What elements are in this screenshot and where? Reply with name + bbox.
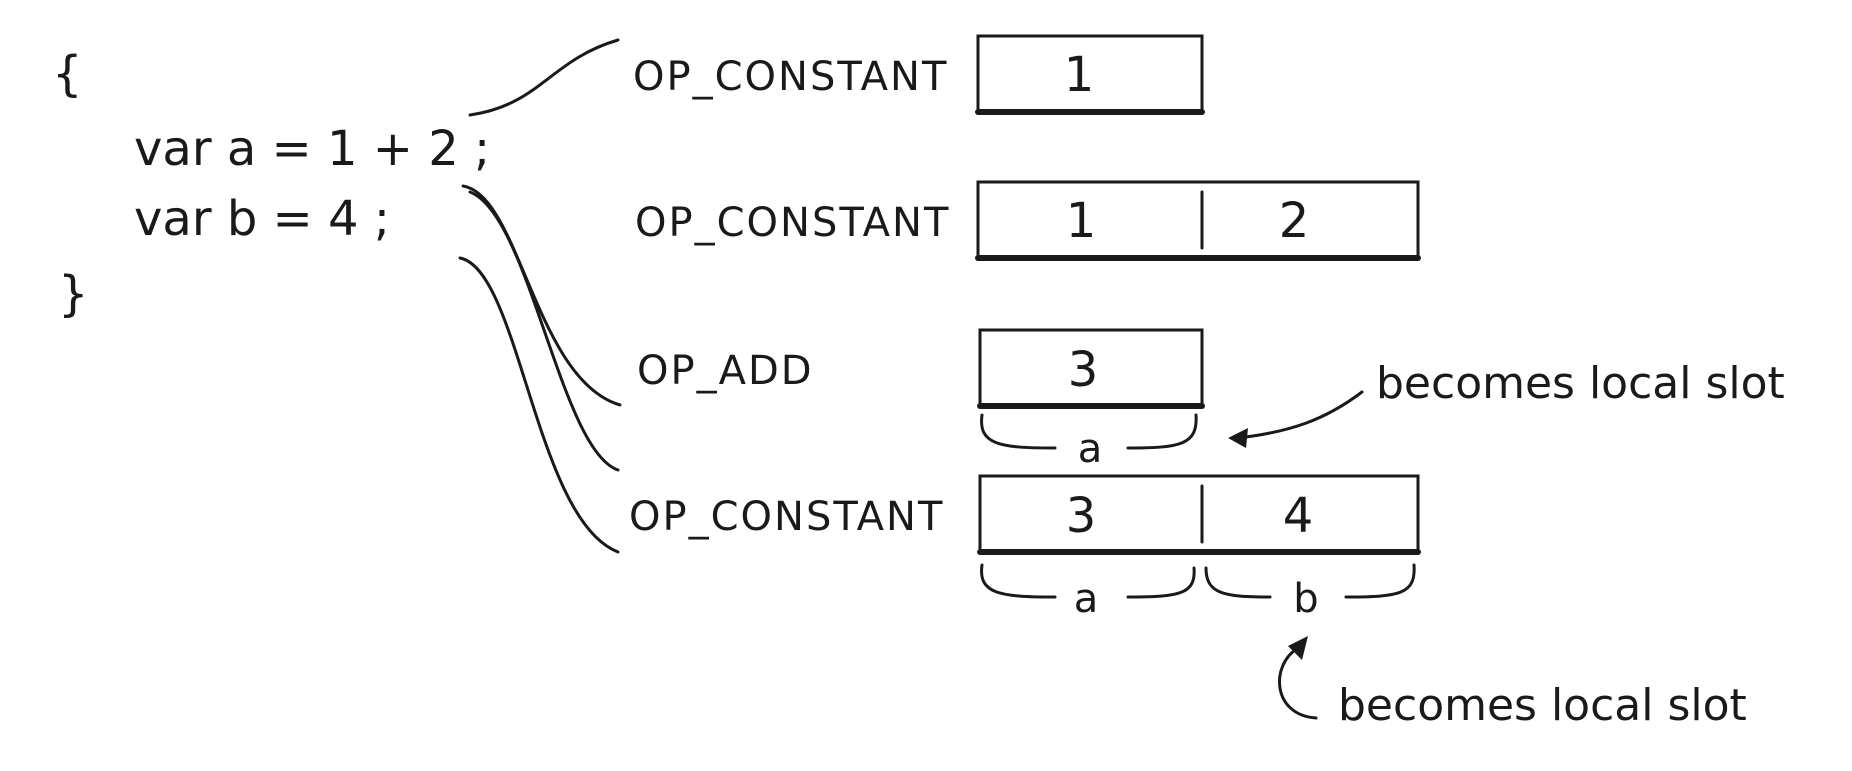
row1-cell-1: 1 (1064, 47, 1095, 103)
code-line-var-b: var b = 4 ; (134, 191, 390, 247)
row1-stack (976, 34, 1204, 114)
row3-stack (978, 328, 1204, 408)
row4-stack (978, 474, 1420, 554)
row4-brace-b-right (1344, 563, 1416, 599)
code-line-var-a: var a = 1 + 2 ; (134, 121, 490, 177)
row3-brace-left (980, 413, 1057, 450)
note2-arrow (1277, 646, 1318, 720)
code-close-brace: } (58, 266, 89, 322)
connector-line1-to-row3 (461, 184, 622, 407)
connector-line1-to-row1 (468, 38, 620, 117)
connector-line2-to-row4 (458, 256, 620, 554)
row3-cell-1: 3 (1068, 342, 1099, 398)
row4-brace-a-left (980, 563, 1057, 599)
note1-arrow (1236, 390, 1364, 440)
row4-brace-a-right (1126, 566, 1196, 599)
row2-stack (976, 180, 1420, 260)
note-becomes-local-slot-1: becomes local slot (1376, 358, 1785, 409)
row4-cell-2: 4 (1283, 488, 1314, 544)
row4-brace-b-left (1204, 566, 1272, 599)
row3-slot-a: a (1078, 426, 1103, 472)
row2-op-label: OP_CONSTANT (635, 200, 950, 246)
row3-op-label: OP_ADD (637, 348, 814, 394)
row4-slot-b: b (1293, 576, 1318, 622)
row4-op-label: OP_CONSTANT (629, 494, 944, 540)
note2-arrowhead-icon (1288, 636, 1308, 660)
row2-cell-1: 1 (1066, 193, 1097, 249)
note1-arrowhead-icon (1228, 428, 1248, 448)
note-becomes-local-slot-2: becomes local slot (1338, 680, 1747, 731)
row4-slot-a: a (1074, 576, 1099, 622)
connector-line1-to-row2 (468, 190, 620, 472)
row3-brace-right (1126, 413, 1198, 450)
row2-cell-2: 2 (1279, 193, 1310, 249)
code-open-brace: { (52, 46, 83, 102)
row1-op-label: OP_CONSTANT (633, 54, 948, 100)
row4-cell-1: 3 (1066, 488, 1097, 544)
